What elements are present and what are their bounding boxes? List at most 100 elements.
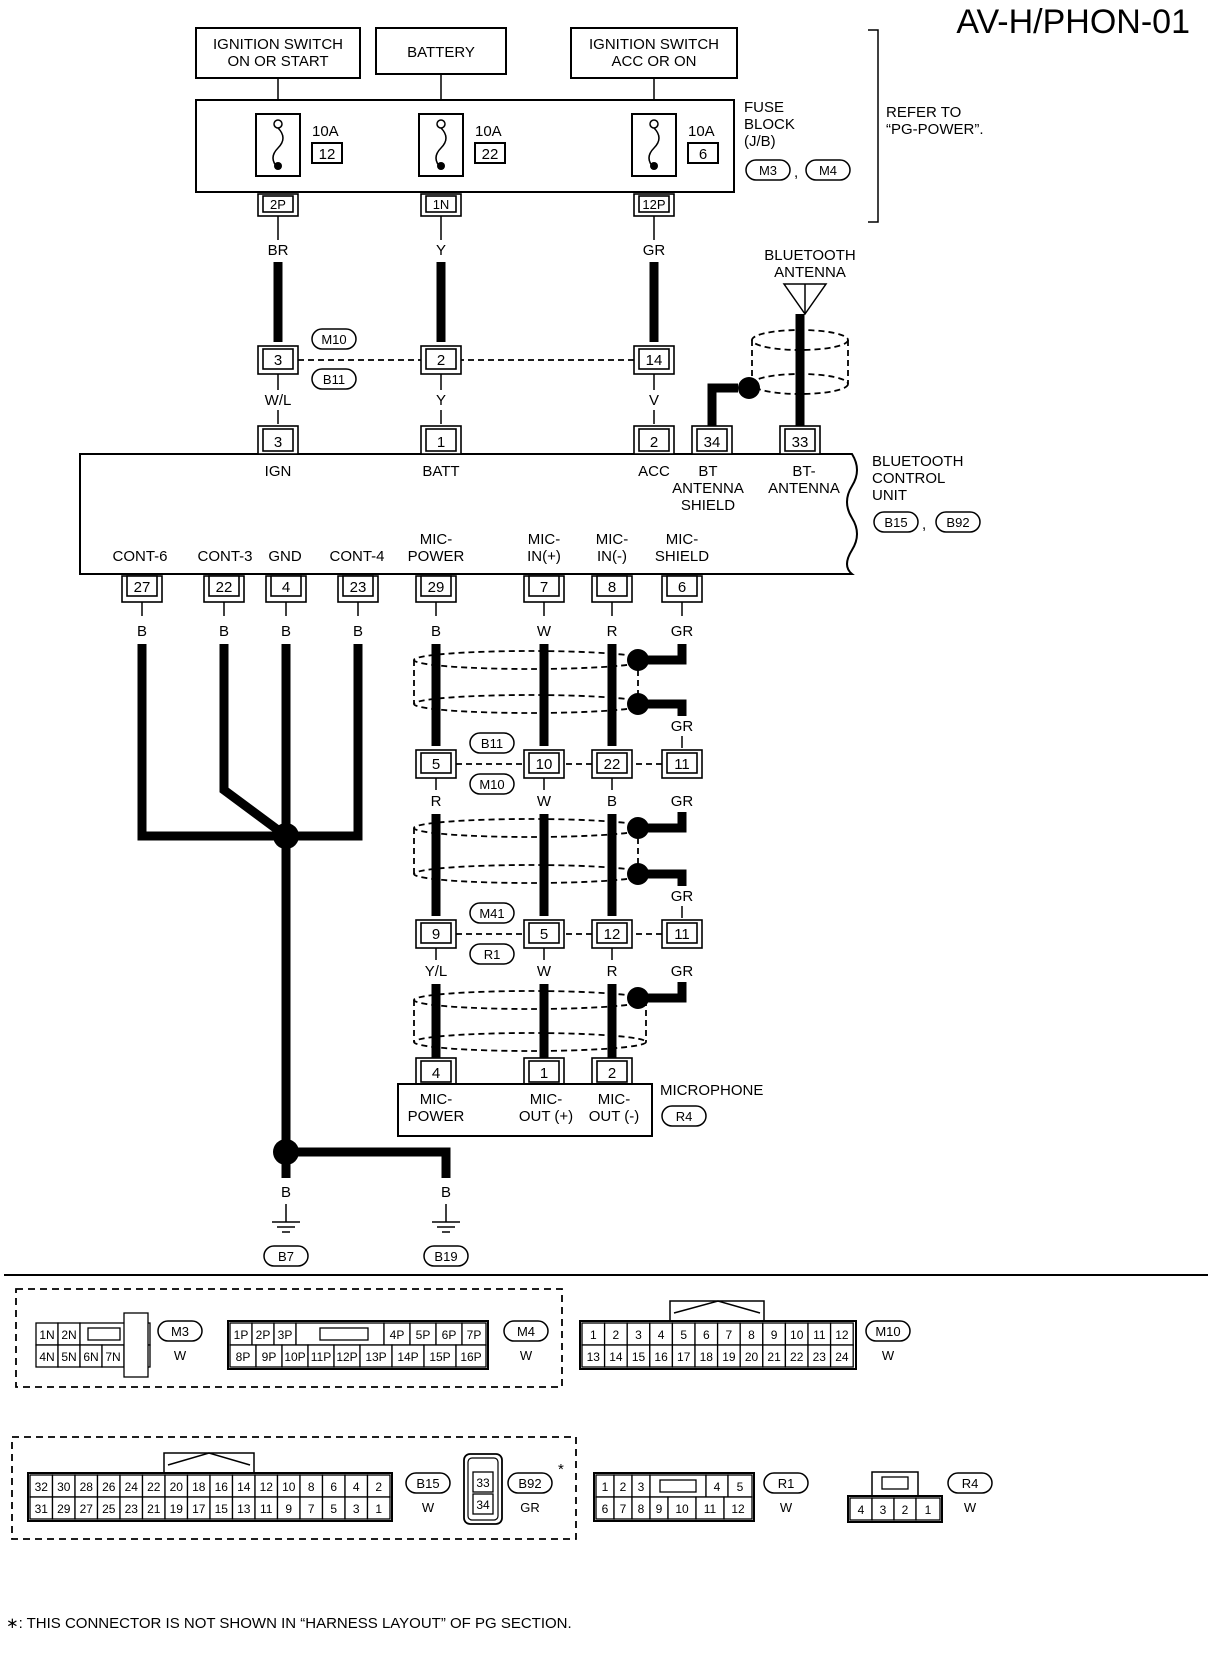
svg-text:6: 6 xyxy=(678,579,686,596)
m10-cells-pin-label: 10 xyxy=(790,1328,804,1342)
m10-cells-pin-label: 14 xyxy=(609,1350,623,1364)
svg-text:15P: 15P xyxy=(429,1350,450,1364)
svg-text:M41: M41 xyxy=(479,906,504,921)
svg-text:6N: 6N xyxy=(83,1350,98,1364)
svg-text:SHIELD: SHIELD xyxy=(681,497,735,514)
svg-text:27: 27 xyxy=(134,579,151,596)
wire-color-y-top: Y xyxy=(436,242,446,259)
svg-text:3: 3 xyxy=(638,1480,645,1494)
control-unit-label-3: UNIT xyxy=(872,487,907,504)
svg-text:M3: M3 xyxy=(759,163,777,178)
svg-text:B11: B11 xyxy=(481,736,503,751)
m10-cells-pin-label: 12 xyxy=(835,1328,849,1342)
wire-color-br: BR xyxy=(268,242,289,259)
fuse-block-connector-m4: M4 xyxy=(805,159,851,181)
b15-cells-pin-label: 15 xyxy=(215,1502,229,1516)
svg-text:4N: 4N xyxy=(39,1350,54,1364)
refer-to-line1: REFER TO xyxy=(886,104,961,121)
b15-cells-pin-label: 20 xyxy=(170,1480,184,1494)
svg-text:1P: 1P xyxy=(234,1328,249,1342)
m10-cells-pin-label: 15 xyxy=(632,1350,646,1364)
cu-pin-29: 29 xyxy=(415,575,457,603)
b15-cells-pin-label: 18 xyxy=(192,1480,206,1494)
svg-text:7N: 7N xyxy=(105,1350,120,1364)
svg-text:11: 11 xyxy=(704,1502,717,1516)
fuse-block-connector-m3: M3 xyxy=(745,159,791,181)
b15-cells-pin-label: 25 xyxy=(102,1502,116,1516)
joint-2-pin-5: 5 xyxy=(415,749,457,779)
control-unit-label-1: BLUETOOTH xyxy=(872,453,963,470)
svg-text:MIC-: MIC- xyxy=(530,1091,563,1108)
svg-text:1: 1 xyxy=(540,1065,548,1082)
microphone-box: MIC- POWER MIC- OUT (+) MIC- OUT (-) xyxy=(397,1083,653,1137)
connector-face-b92: 33 34 B92 GR * xyxy=(463,1453,564,1525)
svg-text:10: 10 xyxy=(536,756,553,773)
antenna-label-1: BLUETOOTH xyxy=(764,247,855,264)
fuse-12-number: 12 xyxy=(319,146,336,163)
b15-cells-pin-label: 28 xyxy=(80,1480,94,1494)
cu-pin-23: 23 xyxy=(337,575,379,603)
b15-cells-pin-label: 7 xyxy=(308,1502,315,1516)
joint-1-connector-m10: M10 xyxy=(311,328,357,350)
svg-text:OUT (+): OUT (+) xyxy=(519,1108,573,1125)
cu-pin-34-bt-antenna-shield: 34 BT ANTENNA SHIELD xyxy=(672,425,744,514)
joint-3-pin-12: 12 xyxy=(591,919,633,949)
b15-cells-pin-label: 21 xyxy=(147,1502,161,1516)
svg-text:W: W xyxy=(174,1348,187,1363)
svg-text:11P: 11P xyxy=(311,1350,331,1364)
svg-text:7: 7 xyxy=(620,1502,627,1516)
fuse-block-label-3: (J/B) xyxy=(744,133,776,150)
footnote: ∗: THIS CONNECTOR IS NOT SHOWN IN “HARNE… xyxy=(6,1615,572,1632)
svg-text:4: 4 xyxy=(432,1065,440,1082)
ign-on-start-line1: IGNITION SWITCH xyxy=(213,36,343,53)
svg-text:4P: 4P xyxy=(390,1328,405,1342)
svg-text:B11: B11 xyxy=(323,372,345,387)
svg-text:,: , xyxy=(922,516,926,533)
svg-text:ACC: ACC xyxy=(638,463,670,480)
svg-text:ANTENNA: ANTENNA xyxy=(768,480,840,497)
gnd-wire-color-3: B xyxy=(281,623,291,640)
wire-color-wl: W/L xyxy=(265,392,292,409)
svg-text:BT: BT xyxy=(698,463,717,480)
control-unit-connector-b15: B15 xyxy=(873,511,919,533)
b15-cells-pin-label: 4 xyxy=(353,1480,360,1494)
fuse-block: 10A 12 10A 22 10A 6 xyxy=(195,99,735,193)
svg-text:B15: B15 xyxy=(416,1476,439,1491)
m10-cells-pin-label: 19 xyxy=(722,1350,736,1364)
antenna-shield-splice xyxy=(738,377,760,399)
svg-text:W: W xyxy=(520,1348,533,1363)
cu-pin-8: 8 xyxy=(591,575,633,603)
mic1-color-w: W xyxy=(537,623,552,640)
svg-text:9P: 9P xyxy=(262,1350,277,1364)
m10-cells-pin-label: 2 xyxy=(613,1328,620,1342)
svg-text:33: 33 xyxy=(792,434,809,451)
joint-2-pin-10: 10 xyxy=(523,749,565,779)
svg-text:B15: B15 xyxy=(884,515,907,530)
shield-color-2: GR xyxy=(671,888,694,905)
fuse-6-number: 6 xyxy=(699,146,707,163)
b15-cells-pin-label: 24 xyxy=(125,1480,139,1494)
svg-text:B7: B7 xyxy=(278,1249,294,1264)
svg-text:W: W xyxy=(882,1348,895,1363)
fuse-terminal-12p: 12P xyxy=(633,193,675,217)
mic3-color-yl: Y/L xyxy=(425,963,448,980)
svg-text:12: 12 xyxy=(731,1502,745,1516)
antenna-label-2: ANTENNA xyxy=(774,264,846,281)
b92-asterisk: * xyxy=(558,1461,564,1478)
svg-text:5: 5 xyxy=(432,756,440,773)
svg-text:1: 1 xyxy=(602,1480,609,1494)
m10-cells-pin-label: 23 xyxy=(813,1350,827,1364)
connector-face-m4: 1P 2P 3P 4P 5P 6P 7P 8P 9P 10P 11P 12P 1… xyxy=(227,1320,549,1370)
svg-text:MIC-: MIC- xyxy=(598,1091,631,1108)
joint-3-pin-9: 9 xyxy=(415,919,457,949)
m10-cells-pin-label: 7 xyxy=(726,1328,733,1342)
svg-text:3: 3 xyxy=(274,352,282,369)
svg-text:M4: M4 xyxy=(819,163,837,178)
b15-cells-pin-label: 11 xyxy=(260,1502,273,1516)
b15-cells-pin-label: 14 xyxy=(237,1480,251,1494)
gnd-wire-color-4: B xyxy=(353,623,363,640)
svg-text:R1: R1 xyxy=(778,1476,795,1491)
